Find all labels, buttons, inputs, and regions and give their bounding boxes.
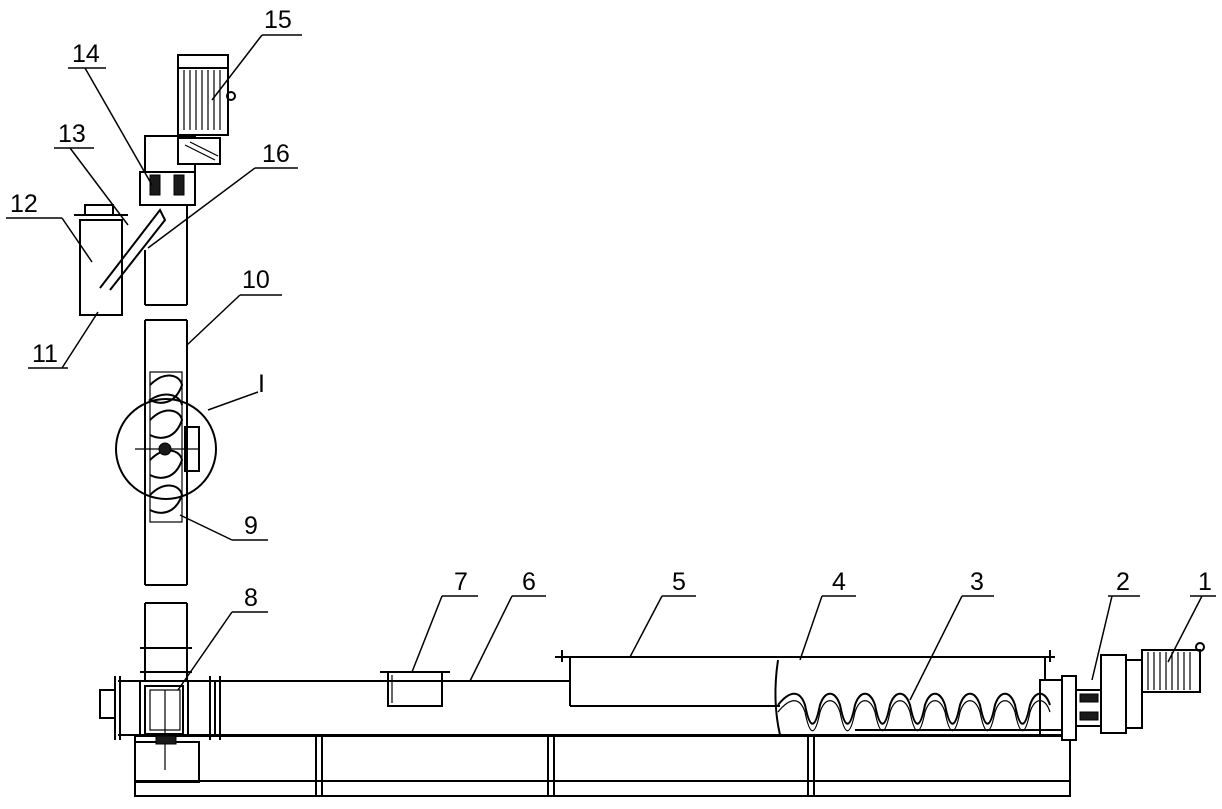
feed-hopper xyxy=(555,650,1055,681)
label-14: 14 xyxy=(72,40,100,68)
horizontal-screw xyxy=(774,659,1063,736)
left-end-inlet xyxy=(99,676,189,770)
part-labels: 15 14 13 16 12 10 11 I 9 8 7 6 5 4 3 2 1 xyxy=(6,6,1216,613)
label-11: 11 xyxy=(32,340,58,368)
label-13: 13 xyxy=(58,120,86,148)
label-3: 3 xyxy=(970,568,984,596)
base-frame xyxy=(134,735,1071,797)
label-9: 9 xyxy=(244,512,258,540)
label-1: 1 xyxy=(1198,568,1212,596)
label-16: 16 xyxy=(262,140,290,168)
label-15: 15 xyxy=(264,6,292,34)
label-2: 2 xyxy=(1116,568,1130,596)
vertical-middle-pipe xyxy=(115,319,217,586)
horizontal-trough xyxy=(118,676,1070,740)
label-12: 12 xyxy=(10,190,38,218)
vertical-lower-pipe xyxy=(140,602,192,681)
horizontal-drive xyxy=(1061,642,1205,741)
top-inlet-box xyxy=(380,671,450,707)
label-7: 7 xyxy=(454,568,468,596)
label-4: 4 xyxy=(832,568,846,596)
label-5: 5 xyxy=(672,568,686,596)
label-8: 8 xyxy=(244,584,258,612)
top-discharge xyxy=(74,54,236,316)
callout-leaders xyxy=(61,34,1203,701)
label-I: I xyxy=(258,370,265,398)
label-6: 6 xyxy=(522,568,536,596)
label-10: 10 xyxy=(242,266,270,294)
vertical-upper-pipe xyxy=(144,205,188,306)
